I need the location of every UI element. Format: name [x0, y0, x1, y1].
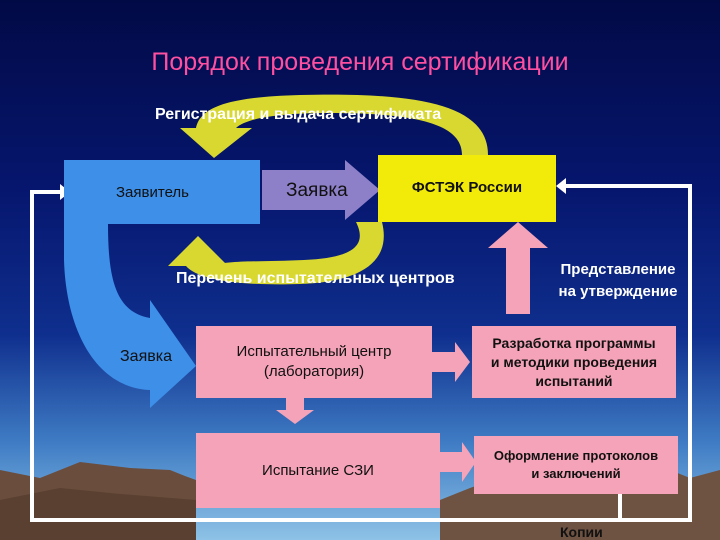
protocols-line-2: и заключений — [531, 466, 621, 481]
szi-to-protocols-arrow — [440, 442, 476, 482]
program-dev-line-3: испытаний — [535, 372, 613, 389]
test-center-line-1: Испытательный центр — [236, 343, 392, 360]
program-dev-line-1: Разработка программы — [492, 334, 656, 351]
applicant-label: Заявитель — [116, 183, 189, 201]
fstek-box: ФСТЭК России — [378, 155, 556, 222]
protocols-line-1: Оформление протоколов — [493, 448, 659, 463]
registration-label: Регистрация и выдача сертификата — [155, 106, 442, 123]
test-center-line-2: (лаборатория) — [263, 363, 365, 380]
program-dev-line-2: и методики проведения — [490, 353, 658, 370]
protocols-box: Оформление протоколов и заключений — [474, 436, 678, 494]
connector-arrowhead-right — [556, 178, 566, 194]
szi-testing-label: Испытание СЗИ — [262, 462, 374, 479]
test-center-box: Испытательный центр (лаборатория) — [196, 326, 432, 398]
lab-to-dev-arrow — [432, 342, 470, 382]
application-down-label: Заявка — [120, 348, 172, 365]
connector-loop — [30, 184, 692, 522]
szi-testing-box: Испытание СЗИ — [196, 433, 440, 508]
test-centers-arrow — [168, 222, 384, 285]
application-arrow — [262, 160, 380, 220]
submission-line-1: Представление — [560, 261, 676, 278]
registration-arrow — [180, 94, 488, 158]
test-centers-label: Перечень испытательных центров — [176, 270, 455, 287]
program-dev-box: Разработка программы и методики проведен… — [472, 326, 676, 398]
lab-to-szi-arrow — [276, 398, 314, 424]
application-down-arrow — [64, 224, 196, 408]
copies-label: Копии — [560, 524, 603, 540]
fstek-label: ФСТЭК России — [411, 179, 523, 196]
application-arrow-label: Заявка — [286, 180, 348, 201]
submission-line-2: на утверждение — [558, 283, 678, 300]
submission-up-arrow — [488, 222, 548, 314]
submission-label: Представление на утверждение — [548, 259, 688, 303]
page-title: Порядок проведения сертификации — [151, 48, 569, 76]
applicant-box: Заявитель — [64, 160, 260, 224]
mountains-ridge — [0, 488, 196, 540]
